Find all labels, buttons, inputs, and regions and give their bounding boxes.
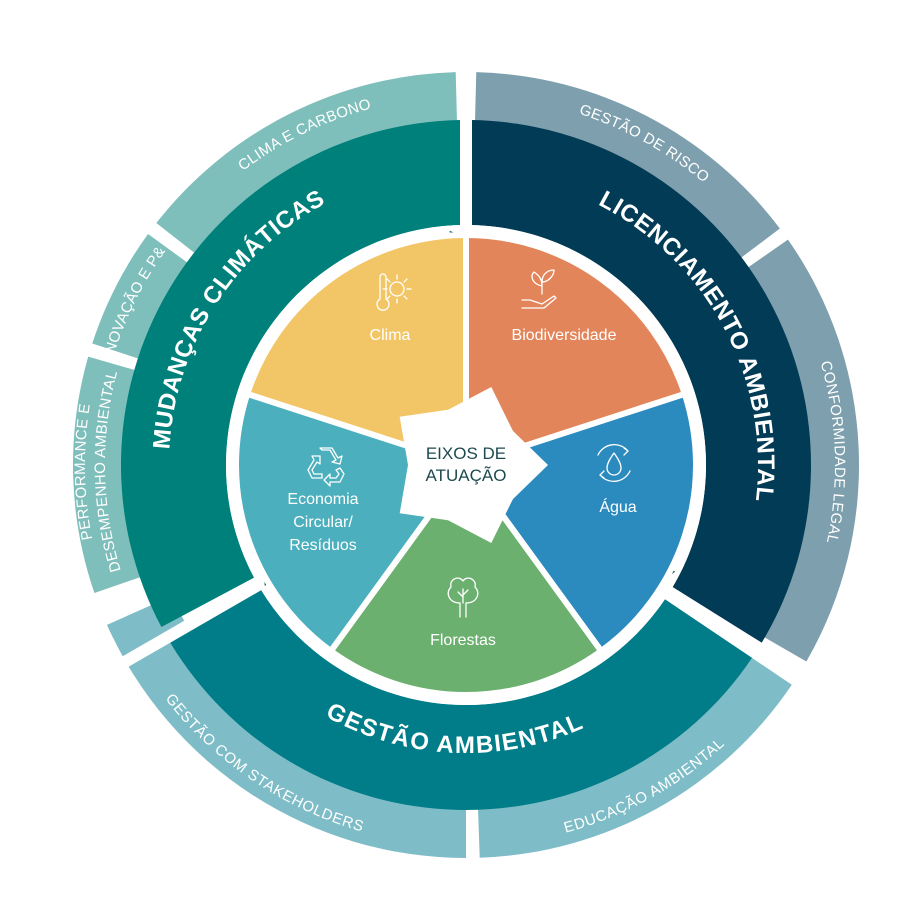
thermometer-sun-icon (376, 273, 412, 311)
center-circle (408, 407, 524, 523)
center-title-line1: EIXOS DE (426, 444, 506, 463)
inner-label-0: Clima (370, 327, 411, 344)
inner-slice-3 (327, 462, 605, 698)
inner-label-4: Economia (287, 491, 358, 508)
center-title-line2: ATUAÇÃO (426, 466, 507, 485)
middle-segment-2 (170, 588, 753, 810)
water-drop-cycle-icon (597, 444, 631, 482)
outer-label-performance-1: PERFORMANCE E (72, 402, 96, 541)
middle-segment-1 (470, 120, 811, 643)
inner-label-3: Florestas (430, 632, 496, 649)
inner-label-4: Circular/ (293, 514, 353, 531)
inner-slice-0 (244, 232, 469, 468)
tree-icon (447, 577, 479, 618)
recycle-icon (307, 447, 345, 487)
segment-divider (657, 581, 809, 683)
inner-label-2: Água (599, 497, 636, 516)
inner-slice-1 (463, 232, 688, 468)
inner-label-4: Resíduos (289, 537, 357, 554)
outer-segment-1 (92, 234, 206, 366)
middle-segment-0 (120, 120, 462, 627)
segment-divider (116, 574, 270, 671)
inner-label-1: Biodiversidade (512, 327, 617, 344)
hand-sprout-icon (521, 269, 557, 309)
